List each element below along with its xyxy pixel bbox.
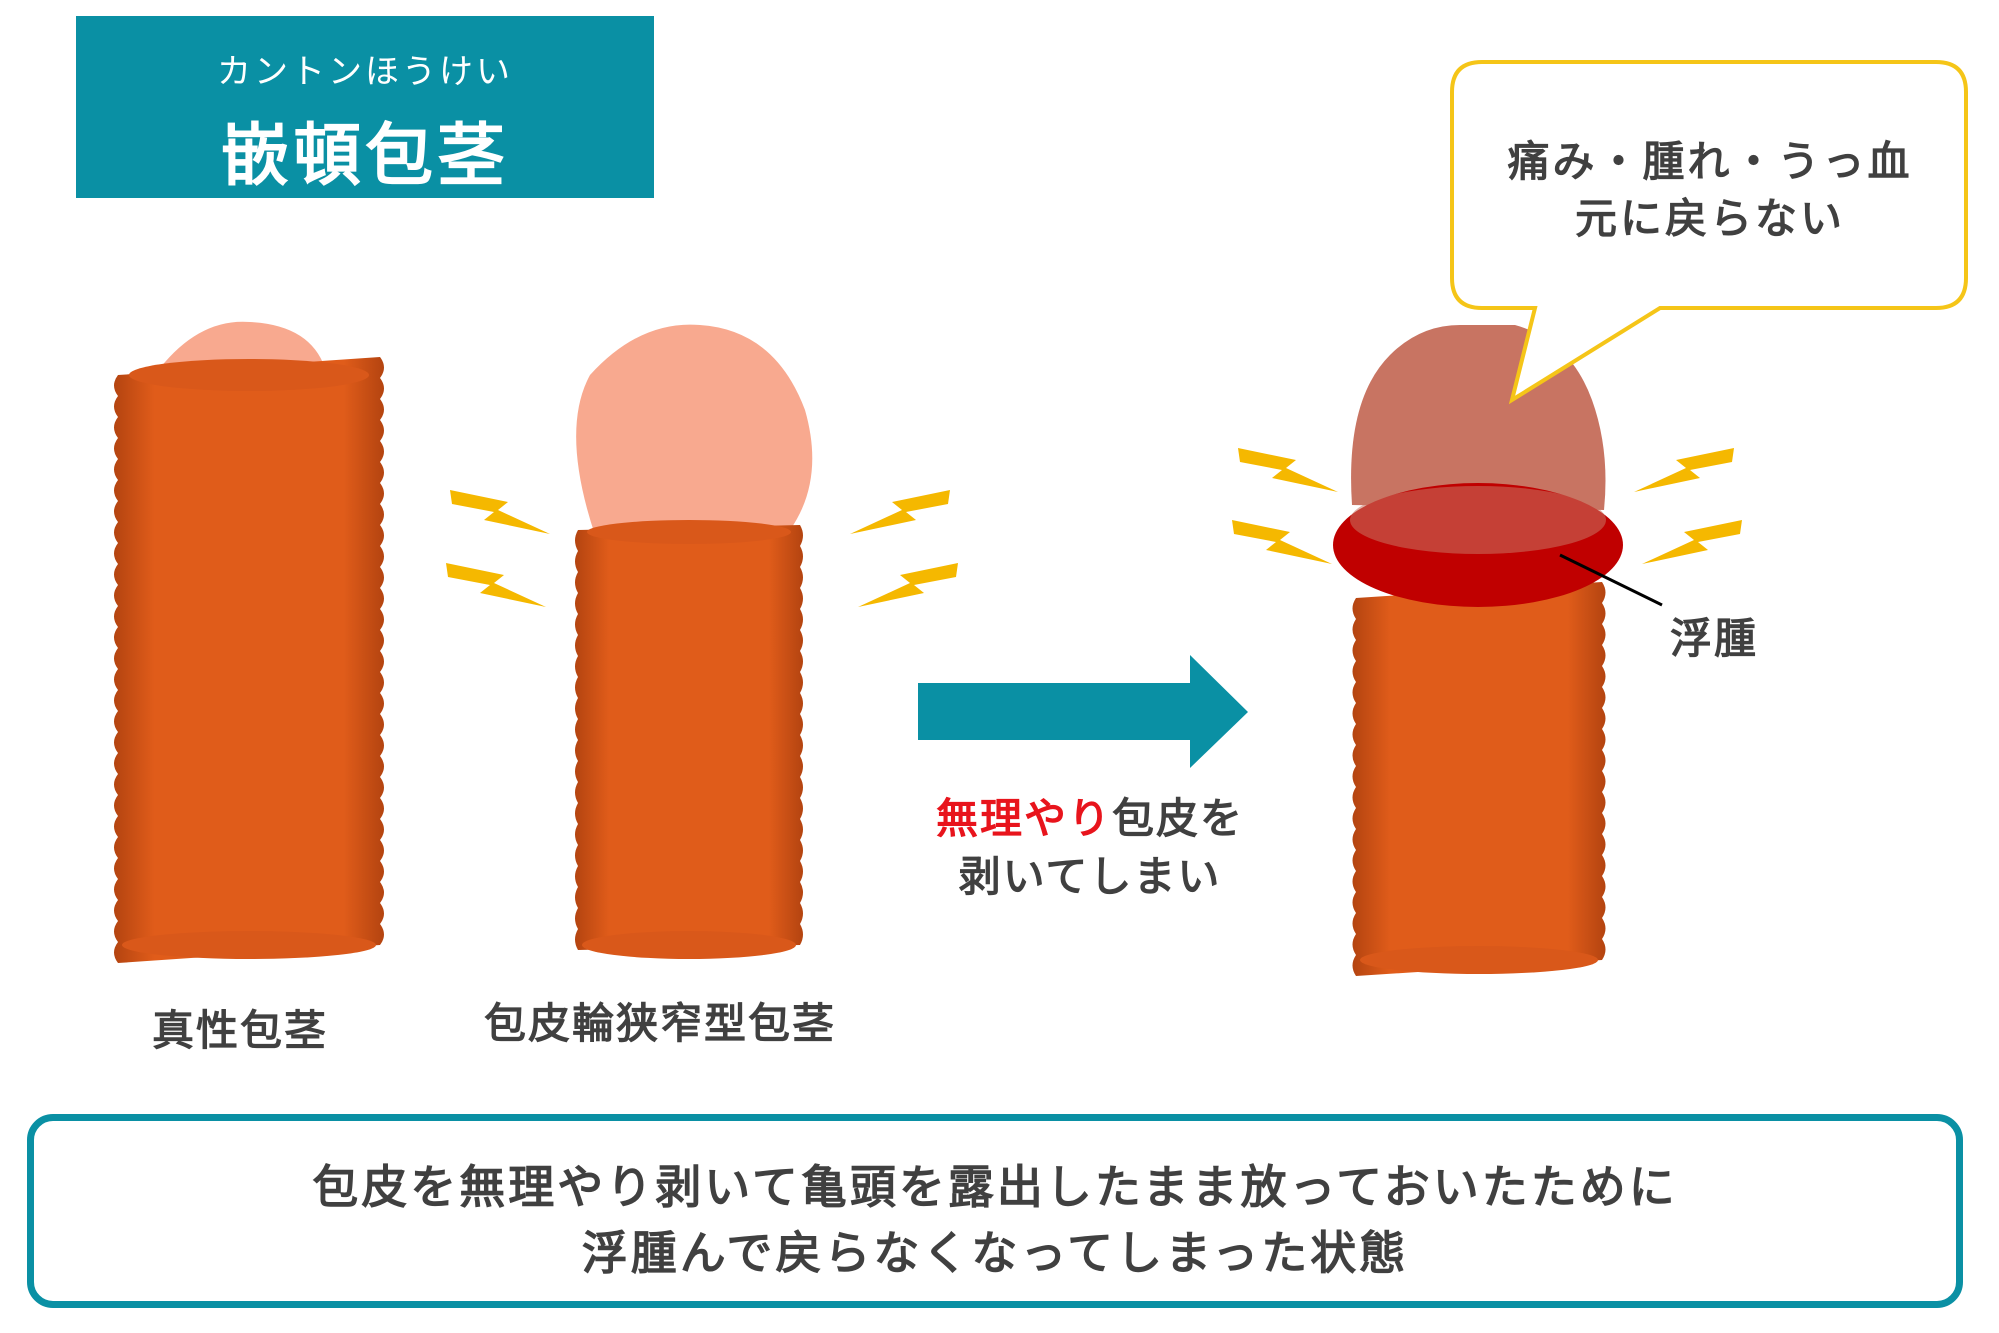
label-stenosis-phimosis: 包皮輪狭窄型包茎 <box>484 999 837 1048</box>
figure-paraphimosis <box>1232 325 1742 976</box>
arrow-caption-emphasis: 無理やり <box>935 794 1112 843</box>
lightning-bolt-icon <box>858 563 958 607</box>
shaft-ribs <box>1352 582 1606 976</box>
glans <box>576 324 813 535</box>
summary-line-2: 浮腫んで戻らなくなってしまった状態 <box>581 1226 1409 1280</box>
shaft-body <box>1352 582 1606 976</box>
shaft-top <box>587 520 791 544</box>
shaft-ribs <box>575 525 803 959</box>
summary-line-1: 包皮を無理やり剥いて亀頭を露出したまま放っておいたために <box>312 1160 1678 1214</box>
summary-box: 包皮を無理やり剥いて亀頭を露出したまま放っておいたために 浮腫んで戻らなくなって… <box>27 1114 1963 1308</box>
label-swelling: 浮腫 <box>1670 614 1759 663</box>
figure-stenosis-phimosis <box>446 324 958 959</box>
title-main: 嵌頓包茎 <box>220 117 509 196</box>
shaft-body <box>575 525 803 950</box>
arrow-caption-line-1: 無理やり包皮を <box>905 790 1275 848</box>
label-true-phimosis: 真性包茎 <box>152 1006 329 1055</box>
lightning-bolt-icon <box>450 490 550 534</box>
lightning-bolt-icon <box>1642 520 1742 564</box>
right-arrow-icon <box>918 655 1248 768</box>
arrow-caption: 無理やり包皮を 剥いてしまい <box>905 790 1275 906</box>
shaft-base <box>1360 946 1598 974</box>
glans <box>160 321 325 368</box>
arrow-caption-rest: 包皮を <box>1112 794 1245 843</box>
bubble-line-2: 元に戻らない <box>1574 194 1845 243</box>
lightning-bolt-icon <box>1232 520 1332 564</box>
shaft-base <box>122 931 376 959</box>
shaft-ribs <box>114 357 384 963</box>
bubble-line-1: 痛み・腫れ・うっ血 <box>1507 137 1913 186</box>
lightning-bolt-icon <box>1238 448 1338 492</box>
shaft-body <box>114 357 384 963</box>
lightning-bolt-icon <box>850 490 950 534</box>
speech-bubble <box>1450 60 1968 405</box>
figure-true-phimosis <box>114 321 384 963</box>
lightning-bolt-icon <box>1634 448 1734 492</box>
swelling-leader-line <box>1559 553 1663 607</box>
shaft-top <box>129 359 369 391</box>
title-ruby: カントンほうけい <box>217 52 513 92</box>
arrow-caption-line-2: 剥いてしまい <box>958 852 1222 901</box>
title-box: カントンほうけい 嵌頓包茎 <box>76 16 654 198</box>
lightning-bolt-icon <box>446 563 546 607</box>
shaft-base <box>582 931 796 959</box>
swelling-ring-top <box>1350 486 1606 554</box>
